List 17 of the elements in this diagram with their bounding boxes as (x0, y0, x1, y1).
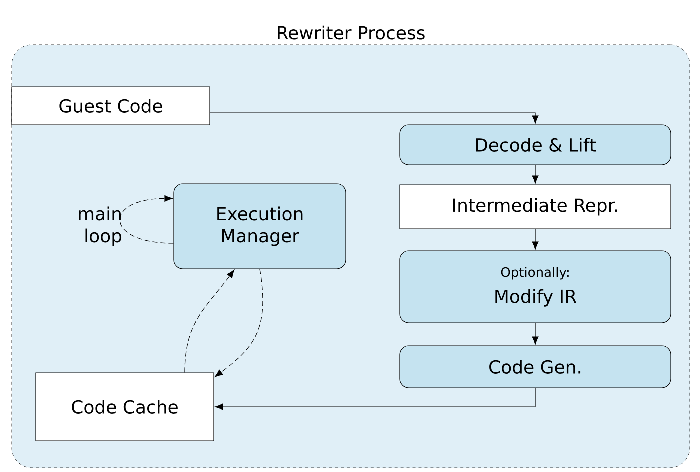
data-box: Intermediate Repr. (400, 184, 672, 230)
arrow (214, 269, 264, 378)
edge-label: main loop (79, 206, 122, 246)
loop-arrow (120, 195, 174, 244)
process-box: Execution Manager (174, 184, 346, 270)
arrow (210, 112, 539, 124)
process-box: Optionally: Modify IR (400, 250, 672, 324)
process-box: Code Gen. (400, 346, 672, 388)
arrow (532, 323, 539, 345)
arrow (532, 229, 539, 250)
heading: Rewriter Process (278, 26, 425, 40)
arrow (532, 165, 539, 184)
cache-box: Code Cache (36, 372, 214, 442)
arrow (215, 388, 536, 410)
arrow (184, 270, 235, 373)
input-box: Guest Code (12, 86, 210, 126)
process-box: Decode & Lift (400, 124, 672, 166)
